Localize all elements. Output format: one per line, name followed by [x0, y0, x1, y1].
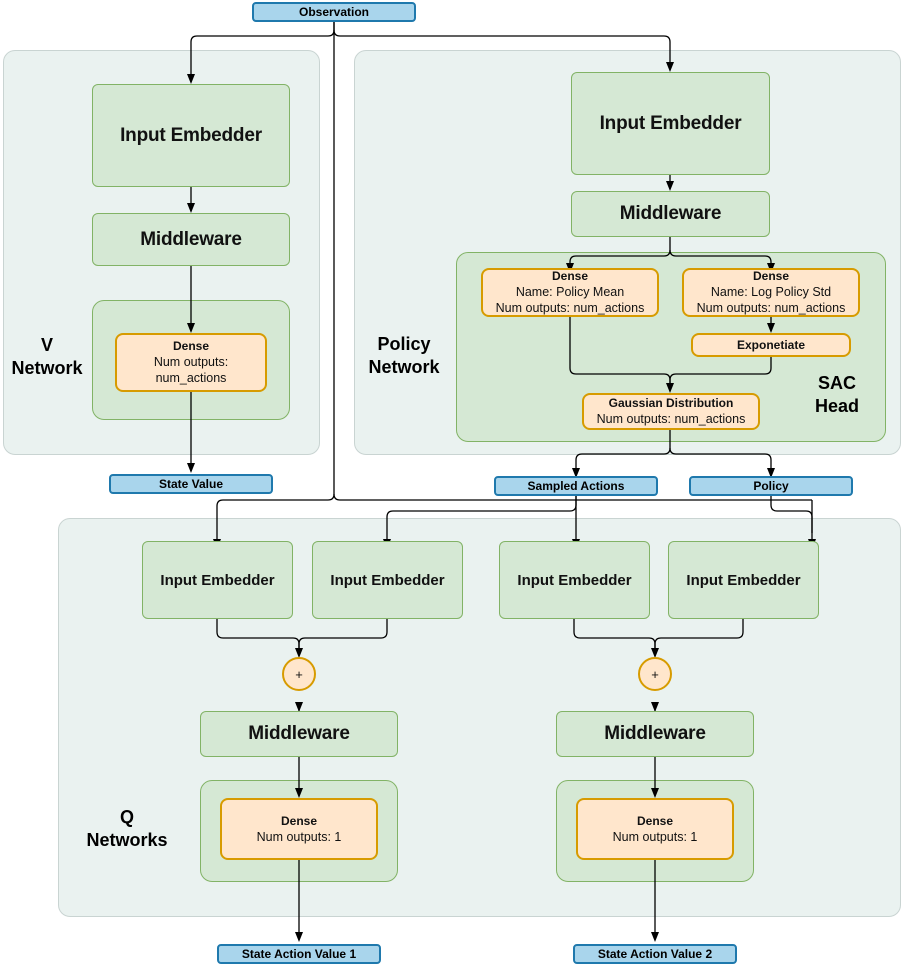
q2-middleware-label: Middleware	[604, 723, 706, 744]
state-action-value-2-label: State Action Value 2	[597, 947, 713, 961]
log-policy-std-dense-title: Dense	[752, 269, 790, 283]
policy-label: Policy	[753, 479, 789, 493]
q1-middleware-label: Middleware	[248, 723, 350, 744]
policy-network-label-line1: Policy	[377, 334, 431, 354]
q2-middleware[interactable]: Middleware	[556, 711, 754, 757]
q2-dense-outputs: Num outputs: 1	[612, 829, 698, 844]
v-dense-title: Dense	[172, 339, 210, 353]
q1-dense[interactable]: Dense Num outputs: 1	[220, 798, 378, 860]
state-action-value-1-node[interactable]: State Action Value 1	[217, 944, 381, 964]
sampled-actions-node[interactable]: Sampled Actions	[494, 476, 658, 496]
observation-label: Observation	[298, 5, 370, 19]
policy-mean-dense[interactable]: Dense Name: Policy Mean Num outputs: num…	[481, 268, 659, 317]
state-action-value-2-node[interactable]: State Action Value 2	[573, 944, 737, 964]
state-value-node[interactable]: State Value	[109, 474, 273, 494]
policy-middleware[interactable]: Middleware	[571, 191, 770, 237]
q2-dense[interactable]: Dense Num outputs: 1	[576, 798, 734, 860]
exponentiate-label: Exponetiate	[736, 337, 805, 352]
log-policy-std-dense[interactable]: Dense Name: Log Policy Std Num outputs: …	[682, 268, 860, 317]
sac-head-group-label: SAC Head	[800, 372, 874, 418]
observation-node[interactable]: Observation	[252, 2, 416, 22]
q1-dense-outputs: Num outputs: 1	[256, 829, 342, 844]
v-dense-outputs: Num outputs: num_actions	[153, 355, 229, 385]
state-value-label: State Value	[158, 477, 224, 491]
q1-dense-title: Dense	[280, 813, 318, 828]
q-networks-label-line1: Q	[119, 807, 134, 827]
v-dense[interactable]: Dense Num outputs: num_actions	[115, 333, 267, 392]
policy-mean-dense-outputs: Num outputs: num_actions	[495, 301, 645, 315]
v-middleware-label: Middleware	[140, 228, 242, 250]
policy-mean-dense-title: Dense	[551, 269, 589, 283]
log-policy-std-dense-outputs: Num outputs: num_actions	[696, 301, 846, 315]
q1-input-embedder-b[interactable]: Input Embedder	[312, 541, 463, 619]
policy-middleware-label: Middleware	[619, 203, 722, 224]
q1-input-embedder-a[interactable]: Input Embedder	[142, 541, 293, 619]
q2-input-embedder-a[interactable]: Input Embedder	[499, 541, 650, 619]
q1-input-embedder-a-label: Input Embedder	[160, 571, 275, 589]
q2-input-embedder-a-label: Input Embedder	[517, 571, 632, 589]
sampled-actions-label: Sampled Actions	[527, 479, 625, 493]
gaussian-outputs: Num outputs: num_actions	[596, 412, 746, 426]
q2-input-embedder-b-label: Input Embedder	[686, 571, 801, 589]
q-networks-group-label: Q Networks	[72, 806, 182, 852]
policy-node[interactable]: Policy	[689, 476, 853, 496]
q1-input-embedder-b-label: Input Embedder	[330, 571, 445, 589]
sac-head-label-line1: SAC	[817, 373, 856, 393]
policy-network-group-label: Policy Network	[356, 333, 452, 379]
v-network-group-label: V Network	[8, 334, 86, 380]
v-middleware[interactable]: Middleware	[92, 213, 290, 266]
policy-mean-dense-name: Name: Policy Mean	[515, 285, 625, 299]
q1-middleware[interactable]: Middleware	[200, 711, 398, 757]
policy-input-embedder-label: Input Embedder	[599, 112, 742, 134]
policy-network-label-line2: Network	[368, 357, 440, 377]
q2-add-node[interactable]: +	[638, 657, 672, 691]
gaussian-distribution-node[interactable]: Gaussian Distribution Num outputs: num_a…	[582, 393, 760, 430]
q-networks-label-line2: Networks	[86, 830, 168, 850]
v-input-embedder[interactable]: Input Embedder	[92, 84, 290, 187]
v-input-embedder-label: Input Embedder	[120, 124, 262, 146]
gaussian-title: Gaussian Distribution	[608, 396, 734, 410]
v-network-label-line1: V	[40, 335, 53, 355]
exponentiate-node[interactable]: Exponetiate	[691, 333, 851, 357]
log-policy-std-dense-name: Name: Log Policy Std	[710, 285, 832, 299]
q2-add-label: +	[651, 666, 659, 682]
q1-add-node[interactable]: +	[282, 657, 316, 691]
sac-head-label-line2: Head	[814, 396, 859, 416]
policy-input-embedder[interactable]: Input Embedder	[571, 72, 770, 175]
v-network-label-line2: Network	[11, 358, 83, 378]
q1-add-label: +	[295, 666, 303, 682]
q2-input-embedder-b[interactable]: Input Embedder	[668, 541, 819, 619]
q2-dense-title: Dense	[636, 813, 674, 828]
state-action-value-1-label: State Action Value 1	[241, 947, 357, 961]
